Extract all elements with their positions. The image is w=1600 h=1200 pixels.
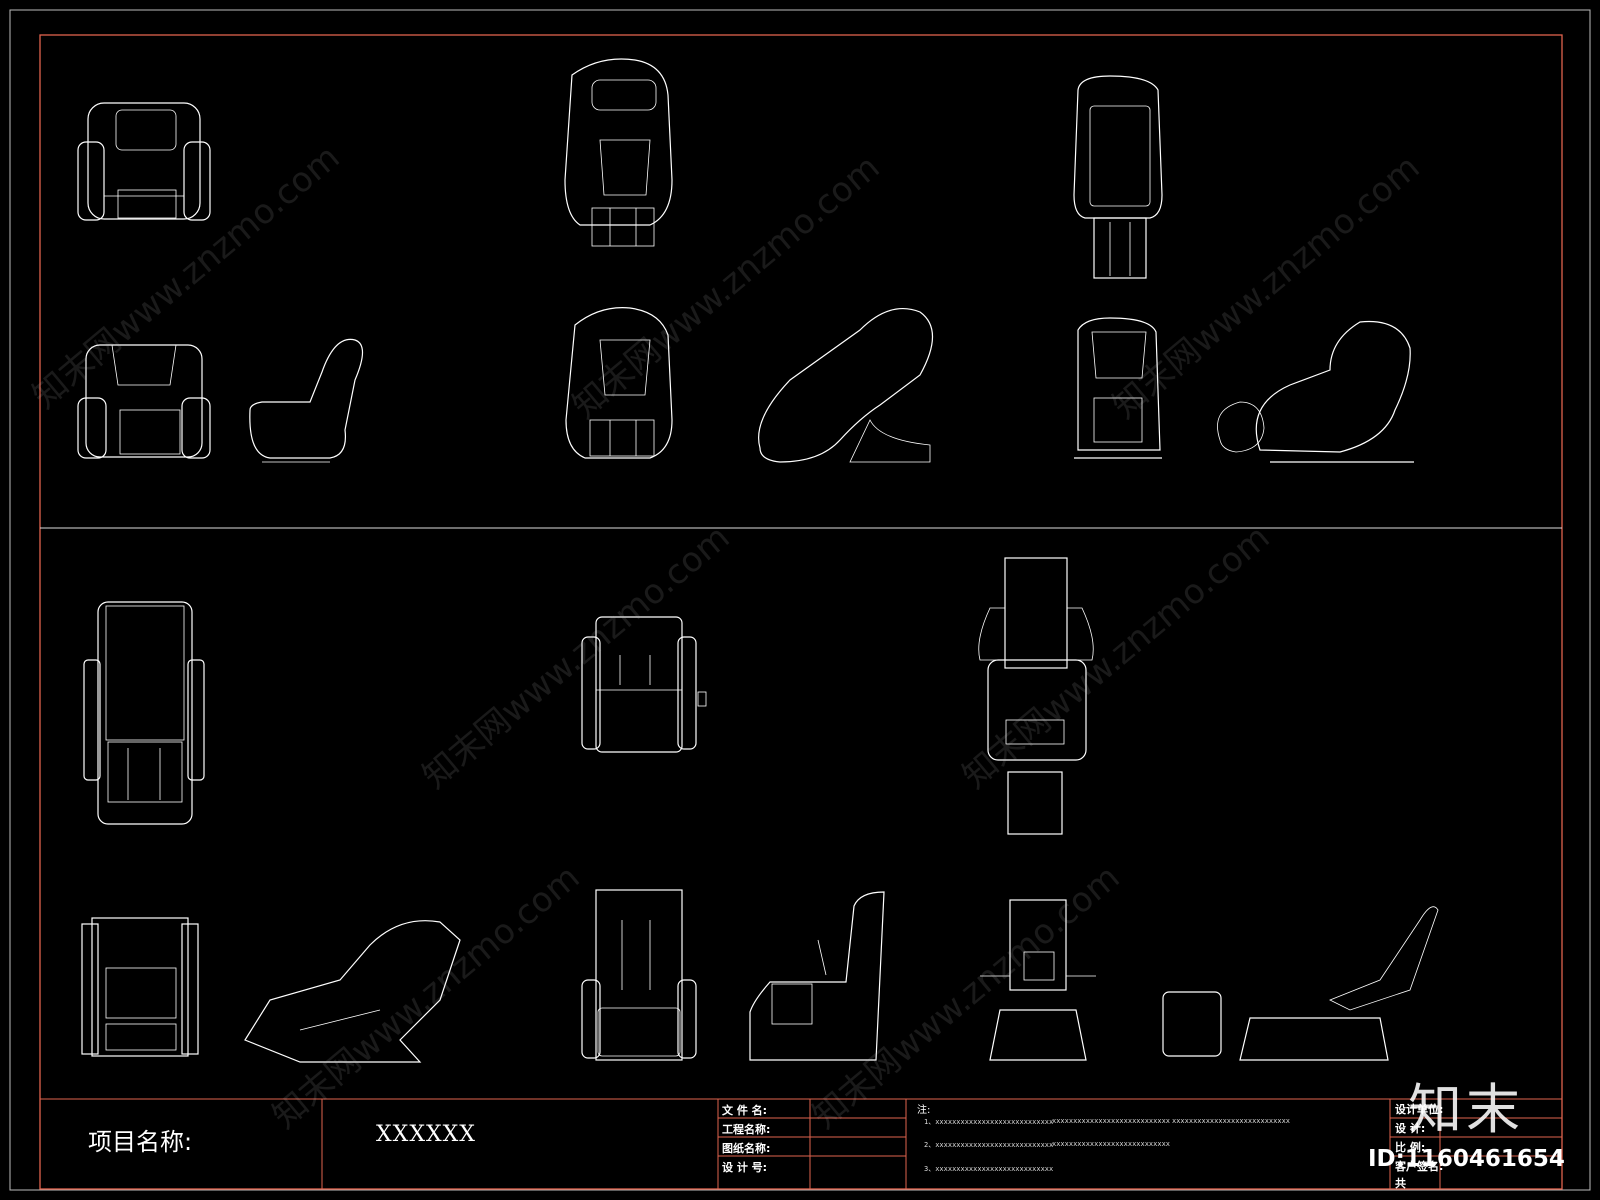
chair-3-front-view (1074, 317, 1162, 459)
chair-5-top-view (581, 616, 707, 753)
project-name-label: 项目名称: (88, 1128, 193, 1156)
field-drawing-name: 图纸名称: (722, 1142, 771, 1155)
brand-logo: 知末 (1408, 1078, 1524, 1141)
image-id: ID:1160461654 (1368, 1146, 1565, 1172)
chair-4-top-view (83, 601, 205, 825)
chair-2-top-view (564, 58, 673, 247)
chair-2-side-view (758, 308, 933, 463)
field-total: 共 (1395, 1177, 1406, 1190)
note-3: 3、xxxxxxxxxxxxxxxxxxxxxxxxxxxx (924, 1165, 1054, 1173)
field-project-name: 工程名称: (722, 1123, 771, 1136)
note-1c: xxxxxxxxxxxxxxxxxxxxxxxxxxxx (1172, 1117, 1291, 1125)
chair-5-side-view (749, 891, 885, 1061)
outer-border (9, 9, 1591, 1191)
chair-3-side-view (1217, 320, 1414, 463)
chair-6-front-view (980, 899, 1096, 1061)
field-design-unit: 设计单位: (1395, 1103, 1444, 1116)
chair-4-front-view (81, 917, 199, 1057)
chair-5-front-view (581, 889, 697, 1061)
notes-title: 注: (917, 1105, 931, 1116)
chair-6-side-view (1162, 906, 1439, 1061)
project-name-value: XXXXXX (376, 1122, 476, 1147)
field-client-signature: 客户签名: (1395, 1160, 1444, 1173)
field-designer: 设 计: (1395, 1122, 1426, 1135)
chair-2-front-view (565, 307, 673, 459)
chair-4-side-view (244, 920, 461, 1063)
field-file-name: 文 件 名: (722, 1104, 768, 1117)
field-design-number: 设 计 号: (722, 1161, 768, 1174)
drawing-frame (39, 34, 1563, 1190)
chair-1-front-top-view (77, 102, 211, 221)
chair-1-front-view (77, 344, 211, 459)
chair-6-top-view (978, 557, 1094, 835)
note-1: 1、xxxxxxxxxxxxxxxxxxxxxxxxxxxx (924, 1118, 1054, 1126)
chair-3-top-view (1073, 75, 1163, 279)
title-block (40, 1098, 1562, 1189)
field-scale: 比 例: (1395, 1141, 1426, 1154)
note-2: 2、xxxxxxxxxxxxxxxxxxxxxxxxxxxx (924, 1141, 1054, 1149)
note-2b: xxxxxxxxxxxxxxxxxxxxxxxxxxxx (1052, 1140, 1171, 1148)
chair-1-side-view (249, 338, 364, 463)
note-1b: xxxxxxxxxxxxxxxxxxxxxxxxxxxx (1052, 1117, 1171, 1125)
